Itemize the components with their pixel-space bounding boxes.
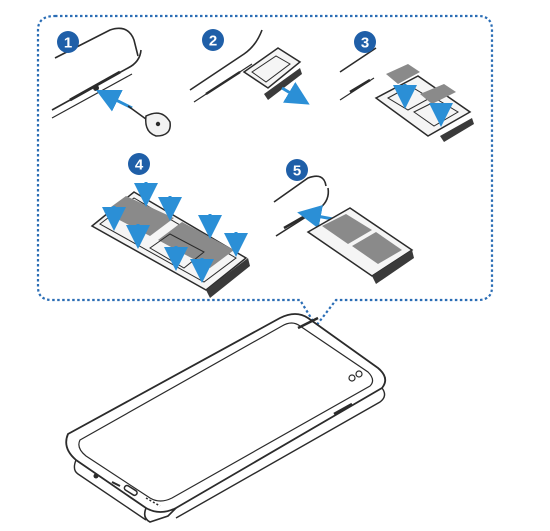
svg-text:4: 4 [135,157,144,174]
camera-icon [348,370,363,382]
phone-edge-1 [54,27,139,59]
side-button [333,402,353,416]
step-4-badge [128,153,150,175]
step-3-badge [354,31,376,53]
step-5-badge [286,159,308,181]
sim-slot [297,316,319,330]
tray-pinhole [93,85,99,91]
insert-arrow-1 [95,89,133,112]
eject-pin-icon [127,105,171,137]
tray-pull-icon [242,47,302,100]
step-1-panel: 1 [51,27,171,137]
tray-insert-icon [306,207,414,284]
sim-place-icon [374,64,474,142]
callout-bubble [36,14,494,328]
svg-text:2: 2 [209,33,217,50]
step-4-panel: 4 [90,153,250,298]
step-1-badge [57,31,79,53]
step-2-badge [202,29,224,51]
bottom-ports [93,473,161,507]
step-3-panel: 3 [339,31,474,142]
step-5-panel: 5 [273,159,414,284]
svg-text:5: 5 [293,163,301,180]
pull-arrow [281,81,310,105]
phone-illustration [65,313,387,523]
svg-text:3: 3 [361,35,369,52]
svg-text:1: 1 [64,35,72,52]
step-2-panel: 2 [189,29,310,105]
